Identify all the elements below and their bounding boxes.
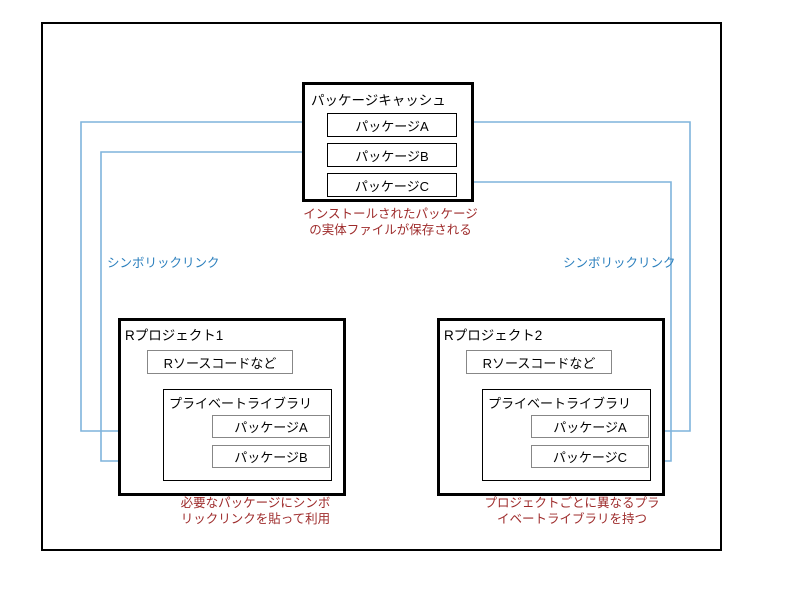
project-2-lib-package-c: パッケージC: [531, 445, 649, 468]
project-1-caption: 必要なパッケージにシンボ リックリンクを貼って利用: [180, 496, 331, 526]
cache-package-c: パッケージC: [327, 173, 457, 197]
project-2-caption: プロジェクトごとに異なるプラ イベートライブラリを持つ: [484, 496, 660, 526]
project-1-source-box: Rソースコードなど: [147, 350, 293, 374]
cache-package-b: パッケージB: [327, 143, 457, 167]
project-1-lib-package-b: パッケージB: [212, 445, 330, 468]
project-2-lib-package-a: パッケージA: [531, 415, 649, 438]
project-box-1: Rプロジェクト1 Rソースコードなど プライベートライブラリ パッケージA パッ…: [118, 318, 346, 496]
package-cache-title: パッケージキャッシュ: [311, 93, 446, 108]
package-cache-caption: インストールされたパッケージ の実体ファイルが保存される: [303, 207, 478, 237]
project-1-private-library-title: プライベートライブラリ: [169, 396, 313, 411]
project-box-2: Rプロジェクト2 Rソースコードなど プライベートライブラリ パッケージA パッ…: [437, 318, 665, 496]
symlink-label-left: シンボリックリンク: [107, 256, 220, 270]
project-1-lib-package-a: パッケージA: [212, 415, 330, 438]
project-1-title: Rプロジェクト1: [125, 328, 224, 343]
package-cache-box: パッケージキャッシュ パッケージA パッケージB パッケージC: [302, 82, 474, 202]
symlink-label-right: シンボリックリンク: [563, 256, 676, 270]
project-1-private-library: プライベートライブラリ パッケージA パッケージB: [163, 389, 332, 481]
project-2-title: Rプロジェクト2: [444, 328, 543, 343]
project-2-source-box: Rソースコードなど: [466, 350, 612, 374]
project-2-private-library-title: プライベートライブラリ: [488, 396, 632, 411]
cache-package-a: パッケージA: [327, 113, 457, 137]
project-2-private-library: プライベートライブラリ パッケージA パッケージC: [482, 389, 651, 481]
